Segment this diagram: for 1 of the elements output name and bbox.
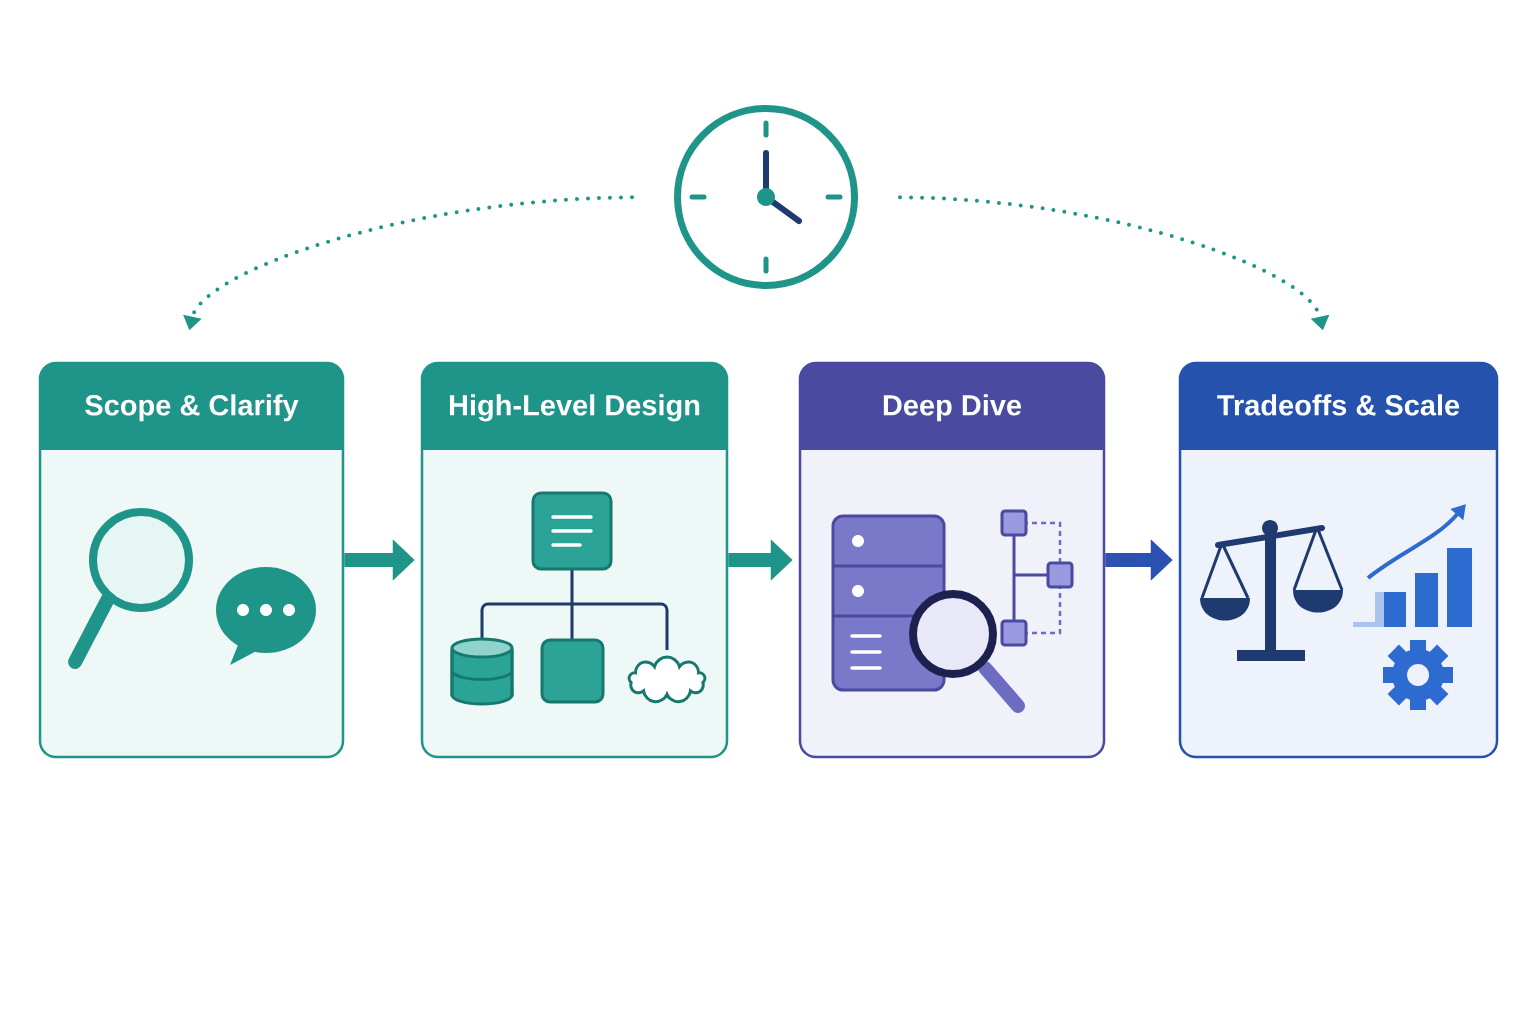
clock-icon bbox=[674, 105, 858, 289]
